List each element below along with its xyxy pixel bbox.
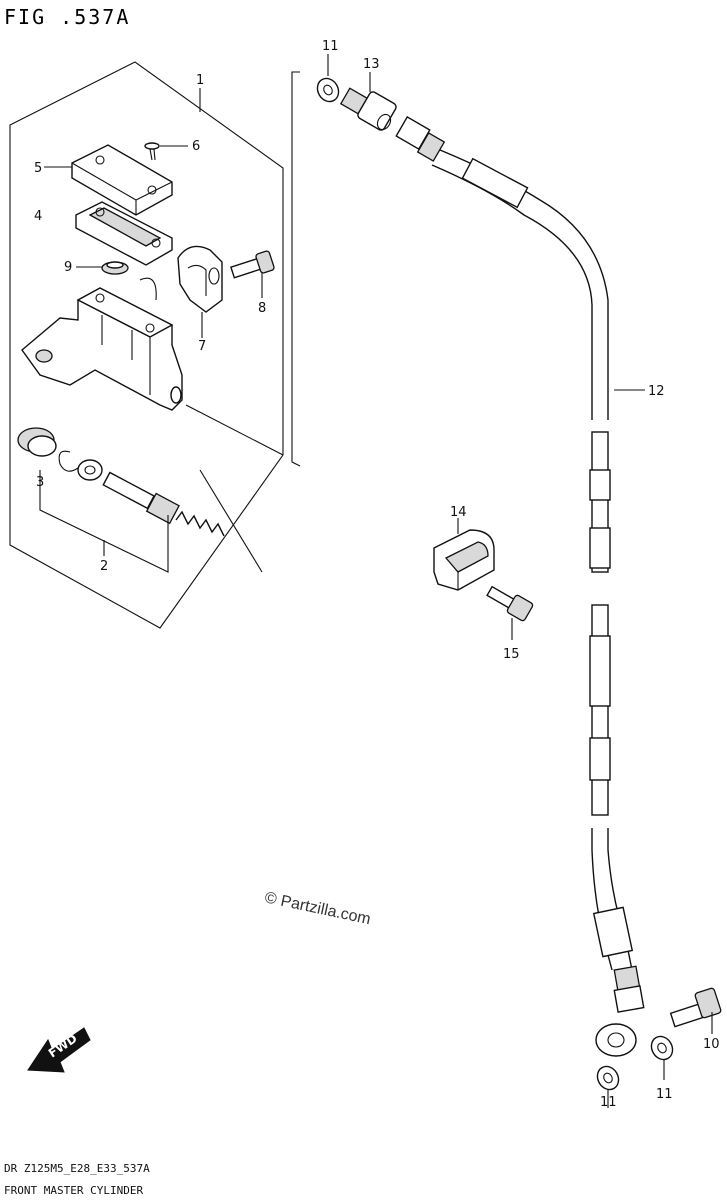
piston-cap[interactable] — [17, 427, 57, 457]
reservoir-cap[interactable] — [71, 144, 173, 216]
boot[interactable] — [101, 261, 129, 275]
clamp-holder[interactable] — [177, 245, 223, 313]
callout-12[interactable]: 12 — [648, 384, 665, 399]
callout-9[interactable]: 9 — [64, 260, 72, 275]
watermark: © Partzilla.com — [263, 889, 372, 928]
callout-11-bottom-left[interactable]: 11 — [600, 1095, 617, 1110]
banjo-bolt[interactable] — [669, 987, 722, 1028]
crush-washer-bottom-right[interactable] — [647, 1033, 676, 1064]
figure-caption: FRONT MASTER CYLINDER — [4, 1184, 143, 1197]
hose-fitting-top[interactable] — [395, 116, 446, 162]
assembly-bracket — [291, 71, 301, 467]
brake-hose[interactable] — [431, 149, 634, 971]
master-cylinder-body[interactable] — [21, 277, 183, 411]
hose-clamp[interactable] — [433, 529, 495, 591]
callout-5[interactable]: 5 — [34, 161, 42, 176]
callout-1[interactable]: 1 — [196, 73, 204, 88]
callout-6[interactable]: 6 — [192, 139, 200, 154]
callout-10[interactable]: 10 — [703, 1037, 720, 1052]
forward-arrow-icon: FWD — [27, 1027, 91, 1073]
banjo-fitting[interactable] — [595, 965, 645, 1057]
clamp-bolt[interactable] — [230, 250, 275, 279]
callout-11-bottom-right[interactable]: 11 — [656, 1087, 673, 1102]
callout-15[interactable]: 15 — [503, 647, 520, 662]
washer[interactable] — [77, 459, 103, 481]
piston-pointer-line — [199, 469, 263, 573]
cap-screw[interactable] — [144, 142, 160, 161]
callout-3[interactable]: 3 — [36, 475, 44, 490]
figure-title: FIG .537A — [4, 5, 130, 29]
crush-washer-top[interactable] — [313, 75, 342, 106]
union-bolt-fitting[interactable] — [339, 87, 398, 132]
callout-7[interactable]: 7 — [198, 339, 206, 354]
callout-2[interactable]: 2 — [100, 559, 108, 574]
circlip[interactable] — [58, 450, 79, 472]
figure-code: DR Z125M5_E28_E33_537A — [4, 1162, 150, 1175]
crush-washer-bottom-left[interactable] — [593, 1063, 622, 1094]
piston-assembly[interactable] — [102, 471, 225, 537]
hose-clamp-bolt[interactable] — [486, 585, 534, 622]
callout-4[interactable]: 4 — [34, 209, 42, 224]
diaphragm-plate[interactable] — [75, 201, 173, 266]
callout-8[interactable]: 8 — [258, 301, 266, 316]
callout-11-top[interactable]: 11 — [322, 39, 339, 54]
callout-14[interactable]: 14 — [450, 505, 467, 520]
body-pointer-line — [185, 404, 284, 456]
callout-13[interactable]: 13 — [363, 57, 380, 72]
